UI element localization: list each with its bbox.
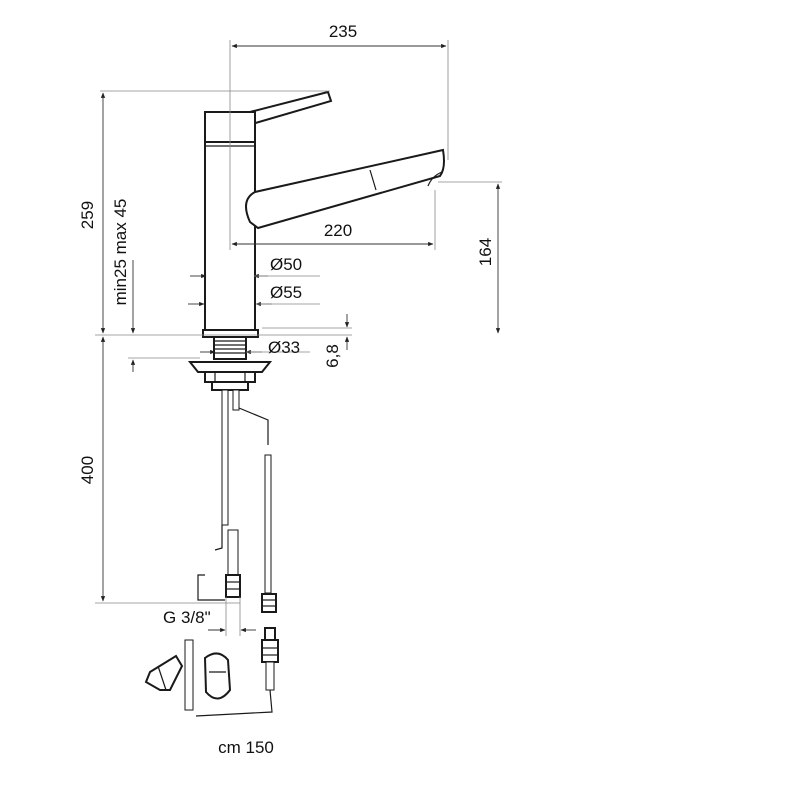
label-overall-reach: 235 xyxy=(329,22,357,41)
label-connection-thread: G 3/8" xyxy=(163,608,211,627)
base-ring xyxy=(202,329,259,338)
label-base-height: 6,8 xyxy=(323,344,342,368)
label-thread-diameter: Ø33 xyxy=(268,338,300,357)
label-body-diameter: Ø50 xyxy=(270,255,302,274)
dimension-labels: 235 259 220 164 Ø50 Ø55 Ø33 min25 max 45… xyxy=(78,22,495,757)
pull-out-spout xyxy=(245,148,445,230)
label-below-deck-length: 400 xyxy=(78,456,97,484)
label-spout-reach: 220 xyxy=(324,221,352,240)
mounting-nut xyxy=(187,361,273,391)
label-hose-length: cm 150 xyxy=(218,738,274,757)
label-spout-height: 164 xyxy=(476,238,495,266)
pull-out-hose-and-weight xyxy=(144,627,279,717)
supply-pipes xyxy=(197,389,277,613)
threaded-shank xyxy=(213,336,247,360)
label-total-height: 259 xyxy=(78,201,97,229)
dimension-lines xyxy=(95,40,502,636)
hose-clip xyxy=(144,654,184,691)
label-deck-thickness: min25 max 45 xyxy=(111,199,130,306)
faucet-body xyxy=(144,90,445,717)
hose-weight xyxy=(203,652,232,700)
lever-handle xyxy=(248,90,333,126)
label-base-diameter: Ø55 xyxy=(270,283,302,302)
